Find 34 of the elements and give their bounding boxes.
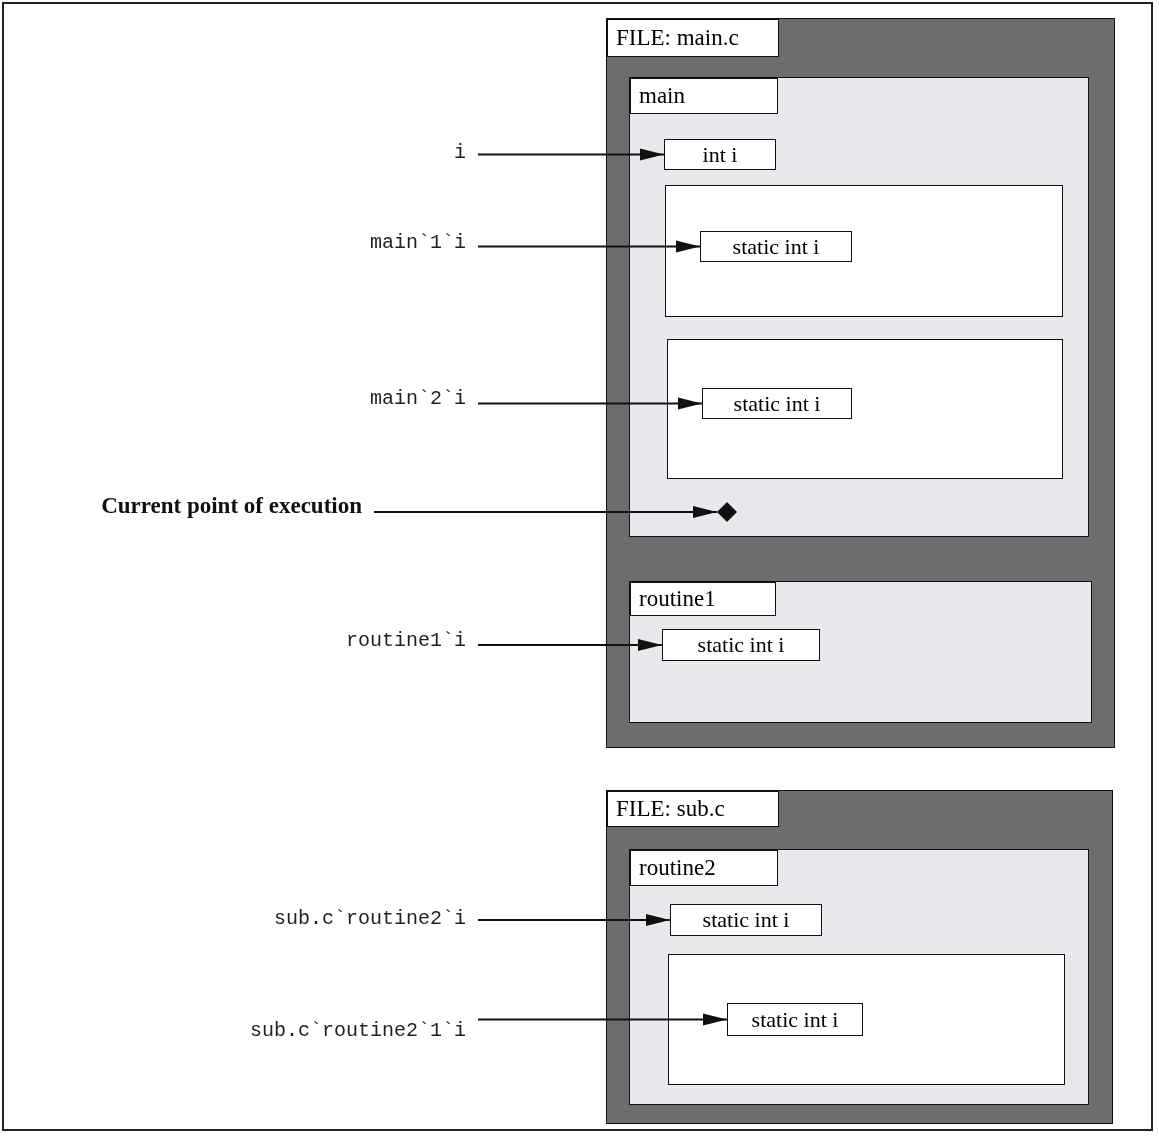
- section-title: routine2: [630, 850, 778, 886]
- arrow: [477, 1013, 728, 1026]
- block-box: [668, 954, 1065, 1085]
- arrow: [477, 397, 703, 410]
- section-title: routine1: [630, 582, 776, 616]
- variable-name: sub.c`routine2`i: [273, 906, 466, 930]
- variable-name: i: [454, 140, 466, 164]
- function-scope-panel: [629, 849, 1089, 1105]
- variable-name: main`2`i: [370, 386, 466, 410]
- block-box: [667, 339, 1063, 479]
- section-title: FILE: sub.c: [607, 791, 779, 827]
- variable-box: static int i: [662, 629, 820, 661]
- variable-name: routine1`i: [345, 628, 466, 652]
- arrow: [477, 240, 701, 253]
- execution-point-marker: [717, 502, 737, 522]
- variable-box: static int i: [727, 1003, 863, 1036]
- variable-box: static int i: [702, 388, 852, 419]
- variable-box: int i: [664, 139, 776, 170]
- function-scope-panel: [629, 581, 1092, 723]
- file-panel: [606, 790, 1113, 1124]
- arrow: [373, 506, 718, 518]
- section-title: FILE: main.c: [607, 19, 779, 57]
- variable-box: static int i: [700, 231, 852, 262]
- variable-name: sub.c`routine2`1`i: [249, 1018, 466, 1042]
- function-scope-panel: [629, 77, 1089, 537]
- arrow: [477, 639, 663, 651]
- file-panel: [606, 18, 1115, 748]
- execution-point-label: Current point of execution: [101, 493, 362, 519]
- block-box: [665, 185, 1063, 317]
- arrow: [477, 914, 671, 926]
- variable-name: main`1`i: [370, 230, 466, 254]
- variable-box: static int i: [670, 904, 822, 936]
- arrow: [477, 148, 665, 161]
- section-title: main: [630, 78, 778, 114]
